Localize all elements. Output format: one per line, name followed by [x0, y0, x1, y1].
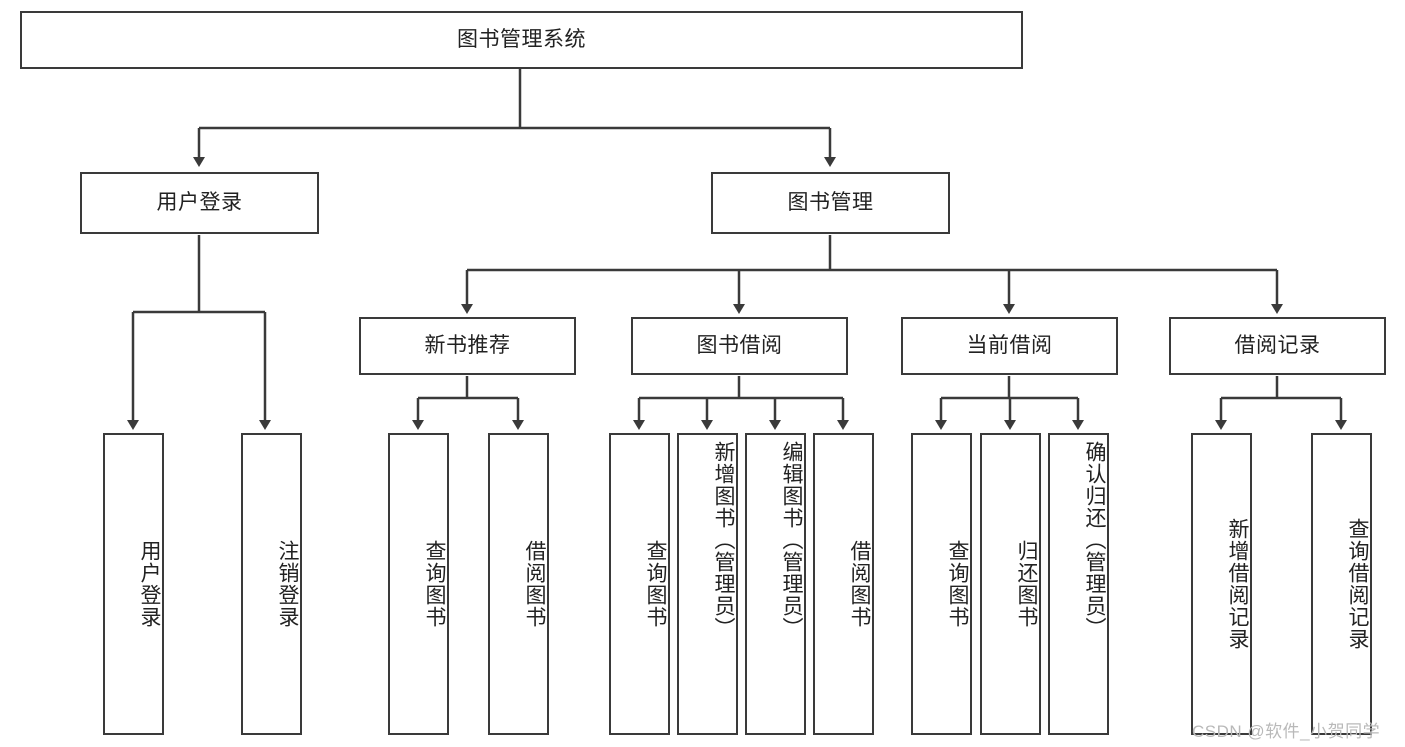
- node-label: 图书管理系统: [457, 27, 586, 51]
- node-label: 查询图书: [946, 540, 969, 628]
- node-current-borrow[interactable]: 当前借阅: [901, 317, 1118, 375]
- node-borrow-record[interactable]: 借阅记录: [1169, 317, 1386, 375]
- leaf-edit-book-admin[interactable]: 编辑图书（管理员）: [745, 433, 806, 735]
- leaf-borrow-book-borrow[interactable]: 借阅图书: [813, 433, 874, 735]
- leaf-query-book-borrow[interactable]: 查询图书: [609, 433, 670, 735]
- node-label: 借阅图书: [848, 540, 871, 628]
- leaf-query-book-current[interactable]: 查询图书: [911, 433, 972, 735]
- node-label: 用户登录: [156, 190, 243, 214]
- node-label: 编辑图书（管理员）: [780, 441, 803, 639]
- leaf-borrow-book-recommend[interactable]: 借阅图书: [488, 433, 549, 735]
- node-book-management[interactable]: 图书管理: [711, 172, 950, 234]
- node-label: 归还图书: [1015, 540, 1038, 628]
- node-label: 借阅记录: [1234, 333, 1321, 357]
- node-label: 用户登录: [138, 540, 161, 628]
- node-user-login[interactable]: 用户登录: [80, 172, 319, 234]
- node-label: 图书借阅: [696, 333, 783, 357]
- node-root-book-management-system[interactable]: 图书管理系统: [20, 11, 1023, 69]
- node-label: 新书推荐: [424, 333, 511, 357]
- node-label: 新增图书（管理员）: [712, 441, 735, 639]
- node-label: 图书管理: [787, 190, 874, 214]
- node-book-borrow[interactable]: 图书借阅: [631, 317, 848, 375]
- watermark-csdn: CSDN @软件_小贺同学: [1192, 722, 1381, 741]
- node-label: 注销登录: [276, 540, 299, 628]
- node-new-book-recommend[interactable]: 新书推荐: [359, 317, 576, 375]
- node-label: 借阅图书: [523, 540, 546, 628]
- leaf-add-book-admin[interactable]: 新增图书（管理员）: [677, 433, 738, 735]
- leaf-add-borrow-record[interactable]: 新增借阅记录: [1191, 433, 1252, 735]
- node-label: 当前借阅: [966, 333, 1053, 357]
- leaf-query-book-recommend[interactable]: 查询图书: [388, 433, 449, 735]
- leaf-confirm-return-admin[interactable]: 确认归还（管理员）: [1048, 433, 1109, 735]
- leaf-return-book[interactable]: 归还图书: [980, 433, 1041, 735]
- leaf-logout-login[interactable]: 注销登录: [241, 433, 302, 735]
- node-label: 查询图书: [644, 540, 667, 628]
- leaf-query-borrow-record[interactable]: 查询借阅记录: [1311, 433, 1372, 735]
- node-label: 确认归还（管理员）: [1083, 441, 1106, 639]
- node-label: 查询图书: [423, 540, 446, 628]
- leaf-user-login[interactable]: 用户登录: [103, 433, 164, 735]
- node-label: 新增借阅记录: [1226, 518, 1249, 650]
- node-label: 查询借阅记录: [1346, 518, 1369, 650]
